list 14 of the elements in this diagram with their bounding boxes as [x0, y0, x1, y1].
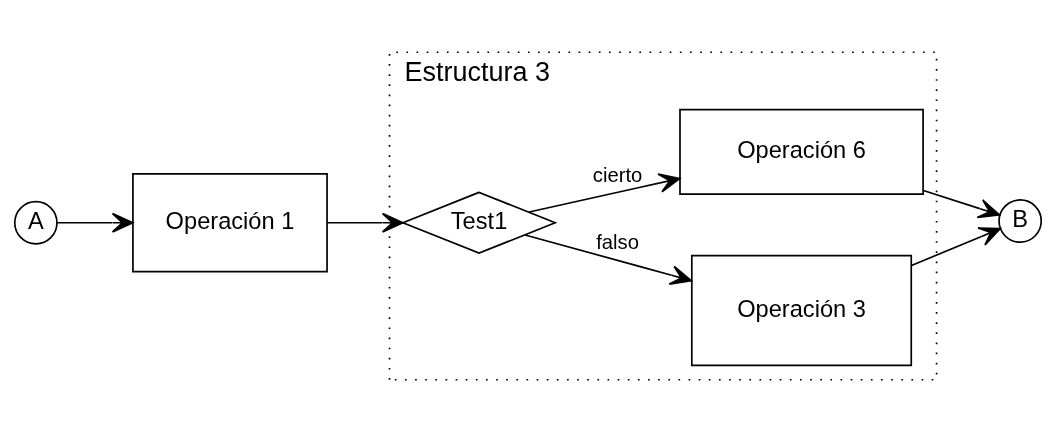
arrow [922, 189, 1001, 219]
arrow [326, 212, 404, 233]
node-box: Operación 1 [132, 172, 328, 273]
arrow [910, 227, 1002, 267]
edge-label: falso [596, 231, 639, 254]
node-circle: B [998, 199, 1043, 243]
arrow [56, 212, 134, 233]
arrow [524, 234, 693, 285]
arrow [528, 173, 681, 213]
node-diamond: Test1 [400, 191, 558, 255]
node-circle: A [13, 200, 58, 245]
node-box: Operación 6 [679, 108, 924, 195]
edge-label: cierto [592, 163, 643, 186]
node-box: Operación 3 [690, 254, 913, 367]
